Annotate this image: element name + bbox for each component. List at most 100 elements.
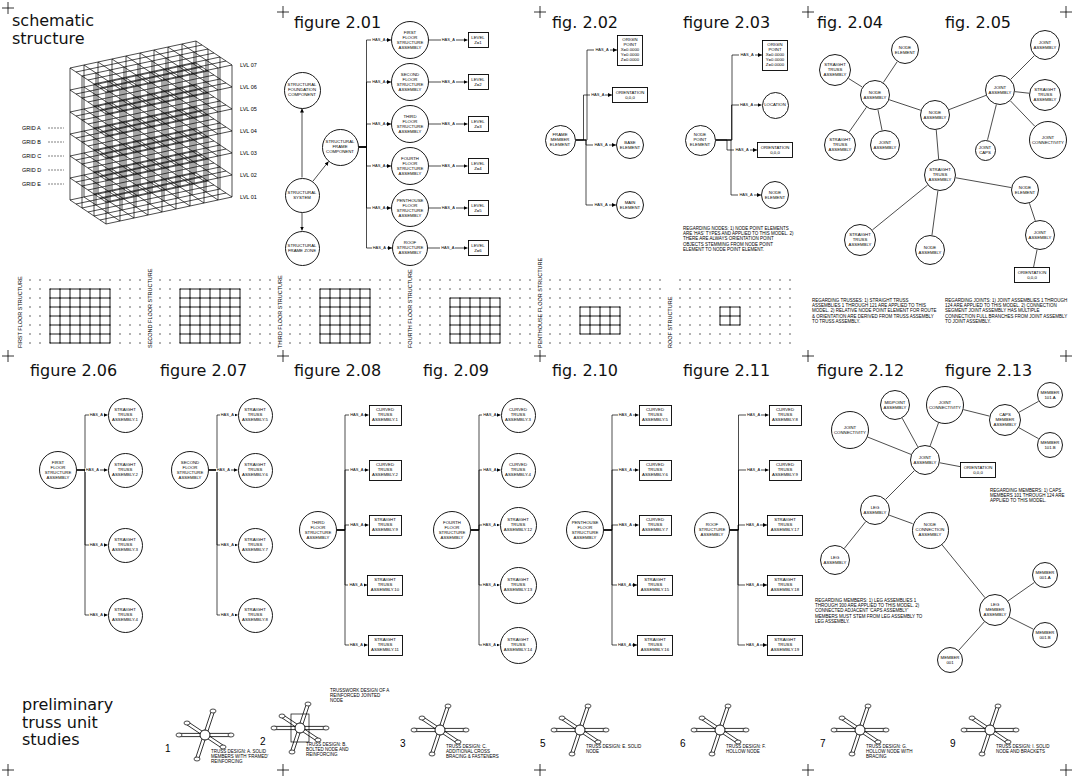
grid-dots (29, 280, 140, 343)
box-shape (638, 635, 673, 655)
arm-end (429, 752, 435, 756)
edge-label: HAS_A (371, 206, 386, 210)
connector (302, 213, 303, 231)
connector (471, 530, 500, 645)
note-text: REGARDING MEMBERS: 1) LEG ASSEMBLIES 1 T… (815, 598, 927, 624)
connector (1010, 101, 1034, 126)
arm-end (875, 740, 881, 744)
connector (1015, 92, 1029, 94)
arm-end (883, 728, 889, 732)
attribute-box: STRAIGHT TRUSS ASSEMBLY.16 (637, 635, 673, 656)
circle-shape (392, 106, 429, 143)
connector (730, 530, 767, 645)
structure-lattice (70, 41, 232, 224)
node-label: STRAIGHT TRUSS ASSEMBLY (1033, 87, 1057, 102)
circle-shape (501, 398, 535, 432)
edge-label: HAS_A (220, 613, 235, 617)
box-shape (768, 635, 803, 655)
edge-label: HAS_A (220, 413, 235, 417)
arm-end (865, 704, 871, 708)
node-label: NODE ELEMENT (1014, 185, 1036, 195)
sheet-title: fig. 2.04 (817, 14, 883, 32)
edge-label: HAS_A (349, 643, 364, 647)
node-label: ORIGIN POINT X=0.0000 Y=0.0000 Z=0.0000 (765, 42, 785, 67)
circle-shape (238, 398, 272, 432)
node-label: LOCATION (764, 102, 787, 107)
class-circle: STRAIGHT TRUSS ASSEMBLY.2 (108, 453, 143, 488)
node-label: JOINT ASSEMBLY (1028, 230, 1052, 240)
class-circle: SECOND FLOOR STRUCTURE ASSEMBLY (391, 63, 429, 101)
circle-shape (238, 528, 272, 562)
edge-label: HAS_A (739, 103, 754, 107)
circle-shape (567, 512, 604, 549)
node-label: STRAIGHT TRUSS ASSEMBLY.7 (242, 537, 269, 552)
connector (902, 418, 918, 447)
box-shape (368, 635, 402, 655)
node-label: ROOF STRUCTURE ASSEMBLY (396, 240, 424, 255)
arm-end (743, 728, 749, 732)
arm-end (1013, 728, 1019, 732)
attribute-box: LEVEL Z=3 (468, 116, 489, 132)
connector (936, 130, 938, 159)
class-circle: STRUCTURAL FRAME ZONE (285, 231, 320, 266)
class-circle: JOINT ASSEMBLY (1025, 220, 1055, 250)
note-text: TRUSS DESIGN: G. HOLLOW NODE WITH BRACIN… (866, 744, 924, 760)
class-circle: NODE ASSEMBLY (915, 235, 945, 265)
edge-label: HAS_A (617, 583, 632, 587)
connector (716, 140, 762, 195)
node-label: ROOF STRUCTURE ASSEMBLY (698, 522, 726, 537)
note-text: REGARDING NODES: 1) NODE POINT ELEMENTS … (683, 226, 795, 252)
circle-shape (500, 627, 536, 663)
node-label: ORIENTATION 0,0,0 (615, 90, 645, 100)
node-label: SECOND FLOOR STRUCTURE ASSEMBLY (396, 72, 424, 92)
circle-shape (285, 178, 319, 212)
arm-end (220, 745, 226, 749)
note-text: REGARDING JOINTS: 1) JOINT ASSEMBLIES 1 … (945, 298, 1070, 324)
box-shape (961, 463, 996, 478)
note-text: TRUSS DESIGN: E. SOLID NODE (586, 744, 644, 754)
node-label: CURVED TRUSS ASSEMBLY.3 (505, 407, 532, 422)
connector (209, 415, 238, 470)
connector (1019, 401, 1039, 412)
node-label: LEG ASSEMBLY (823, 555, 847, 565)
floor-plan (580, 307, 620, 334)
arm-end (725, 704, 731, 708)
arm-end (699, 716, 705, 720)
arm-end (559, 716, 565, 720)
truss-node (435, 725, 445, 735)
attribute-box: CURVED TRUSS ASSEMBLY.5 (639, 405, 672, 426)
sheet-title: fig. 2.09 (423, 362, 489, 380)
edge-label: HAS_A (441, 38, 456, 42)
node-frame (291, 714, 309, 742)
circle-shape (172, 452, 209, 489)
node-label: STRAIGHT TRUSS ASSEMBLY.16 (640, 637, 670, 652)
node-label: STRAIGHT TRUSS ASSEMBLY.11 (371, 637, 400, 652)
node-label: MAIN ELEMENT (619, 200, 641, 210)
note-text: TRUSSWORK DESIGN OF A REINFORCED JOINTED… (330, 688, 392, 704)
class-circle: JOINT CONNECTIVITY (831, 411, 869, 449)
truss-node (200, 730, 210, 740)
connector (1034, 250, 1037, 267)
connector (730, 415, 769, 530)
arm-end (445, 704, 451, 708)
circle-shape (1033, 563, 1058, 588)
circle-shape (990, 405, 1021, 436)
node-label: BASE ELEMENT (619, 140, 641, 150)
node-label: STRAIGHT TRUSS ASSEMBLY.10 (370, 577, 400, 592)
box-shape (369, 515, 401, 535)
attribute-box: LEVEL Z=4 (468, 158, 489, 174)
connector (337, 530, 367, 585)
plan-title: PENTHOUSE FLOOR STRUCTURE (537, 258, 543, 348)
circle-shape (871, 131, 900, 160)
class-circle: MEMBER 001 (937, 647, 963, 673)
node-label: MIDPOINT ASSEMBLY (883, 400, 907, 410)
circle-shape (821, 546, 850, 575)
class-circle: CURVED TRUSS ASSEMBLY.4 (501, 453, 536, 488)
connector (359, 147, 392, 208)
truss-node (855, 725, 865, 735)
arm-end (585, 704, 591, 708)
edge-label: HAS_A (482, 468, 497, 472)
truss-node (575, 725, 585, 735)
node-label: STRAIGHT TRUSS ASSEMBLY.8 (242, 607, 269, 622)
